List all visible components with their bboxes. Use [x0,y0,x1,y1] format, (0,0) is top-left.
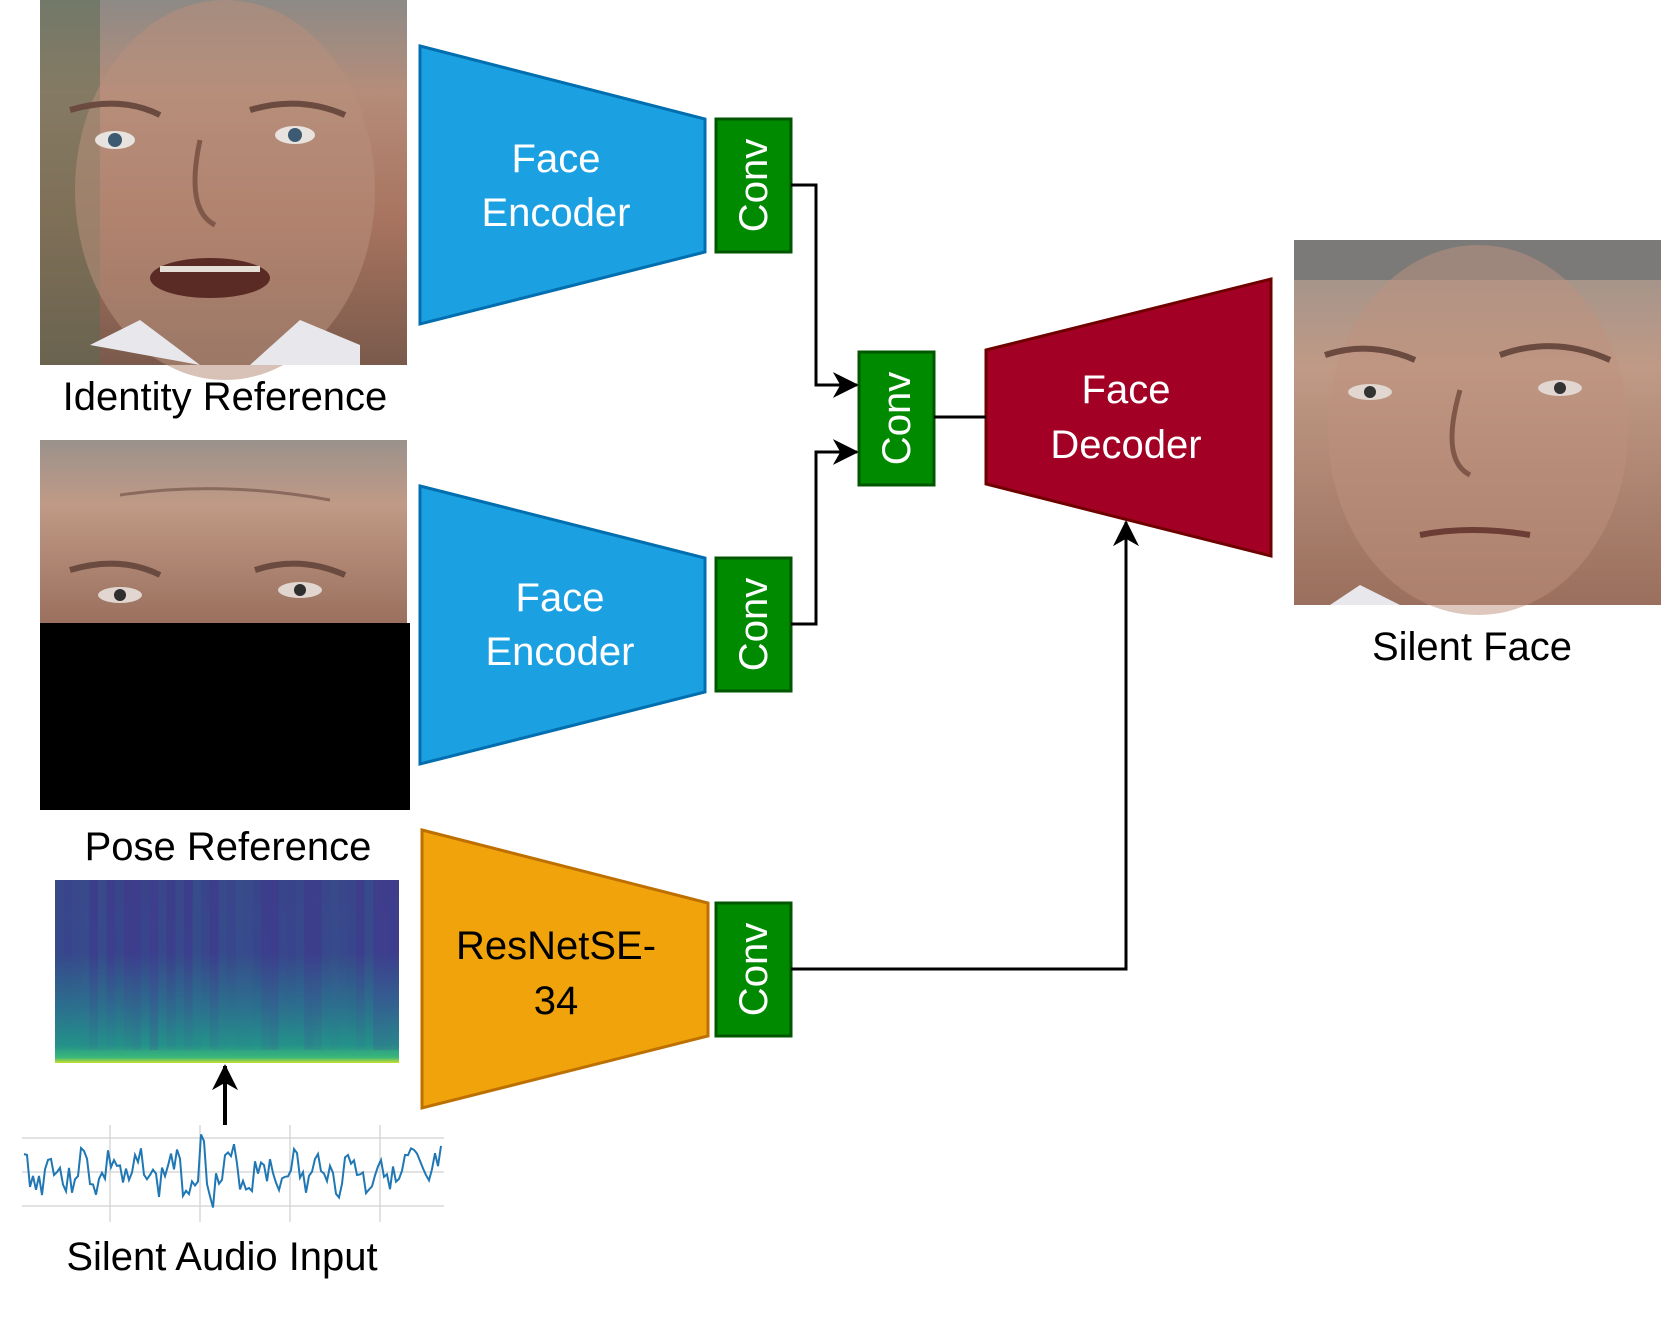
face-decoder: Face Decoder [984,277,1273,558]
silent-face-label: Silent Face [1372,625,1572,669]
conv-block-fusion: Conv [857,350,936,487]
conv-block-audio: Conv [714,901,793,1038]
audio-conv-to-decoder-arrow [791,520,1139,971]
pose-conv-to-fusion-arrow [791,439,859,626]
svg-text:Face: Face [512,137,601,181]
resnet-audio-encoder: ResNetSE- 34 [420,828,710,1110]
conv-block-identity: Conv [714,117,793,254]
pose-mask [40,623,410,810]
svg-text:Face: Face [516,576,605,620]
face-encoder-1: Face Encoder [418,44,707,326]
spectrogram-icon [55,880,399,1063]
conv-block-fusion-label: Conv [875,372,919,465]
face-encoder-1-label-line1: Face [512,137,601,181]
identity-conv-to-fusion-arrow [791,183,859,398]
svg-text:Decoder: Decoder [1050,423,1201,467]
face-encoder-2: Face Encoder [418,484,707,766]
identity-reference-image [40,0,407,380]
face-encoder-2-label-line1: Face [516,576,605,620]
waveform-icon [22,1125,444,1222]
resnet-label-line1: ResNetSE- [456,924,656,968]
svg-text:Face: Face [1082,368,1171,412]
svg-text:Encoder: Encoder [482,191,631,235]
identity-reference-label: Identity Reference [63,375,388,419]
conv-block-audio-label: Conv [732,923,776,1016]
face-decoder-label-line2: Decoder [1050,423,1201,467]
face-encoder-1-label-line2: Encoder [482,191,631,235]
silent-audio-input-label: Silent Audio Input [66,1235,377,1279]
svg-text:ResNetSE-: ResNetSE- [456,924,656,968]
face-encoder-2-label-line2: Encoder [486,630,635,674]
svg-text:34: 34 [534,979,579,1023]
svg-text:Encoder: Encoder [486,630,635,674]
resnet-label-line2: 34 [534,979,579,1023]
pose-reference-label: Pose Reference [85,825,372,869]
conv-block-pose: Conv [714,556,793,693]
silent-face-output-image [1294,240,1661,615]
pose-reference-image [40,440,410,810]
face-decoder-label-line1: Face [1082,368,1171,412]
conv-block-identity-label: Conv [732,139,776,232]
conv-block-pose-label: Conv [732,578,776,671]
